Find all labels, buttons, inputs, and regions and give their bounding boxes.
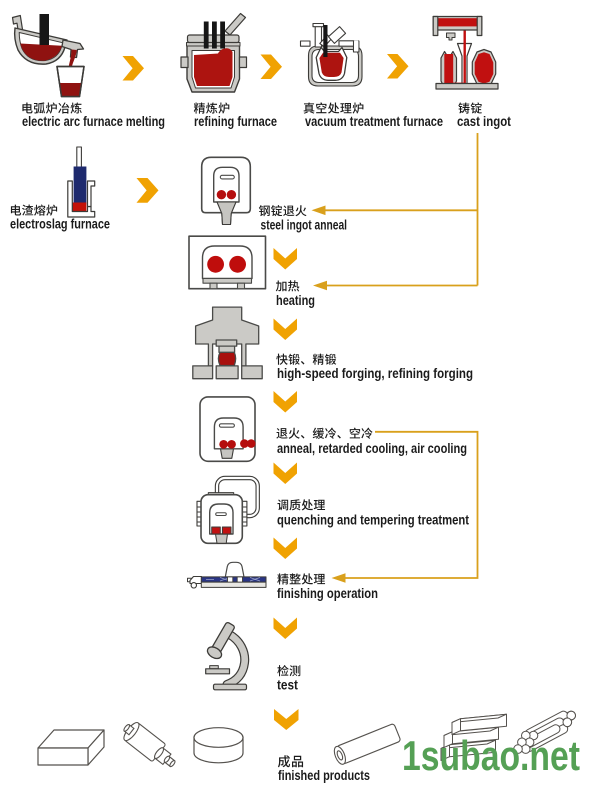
svg-text:test: test xyxy=(277,677,298,692)
svg-text:1subao.net: 1subao.net xyxy=(402,732,580,779)
svg-text:quenching and tempering treatm: quenching and tempering treatment xyxy=(277,512,469,527)
svg-text:electric arc furnace melting: electric arc furnace melting xyxy=(22,114,165,129)
svg-text:heating: heating xyxy=(276,293,315,308)
svg-text:steel ingot anneal: steel ingot anneal xyxy=(261,217,348,232)
svg-text:electroslag furnace: electroslag furnace xyxy=(10,216,110,231)
svg-text:refining furnace: refining furnace xyxy=(194,114,277,129)
svg-text:cast ingot: cast ingot xyxy=(457,114,511,129)
svg-text:anneal, retarded cooling, air: anneal, retarded cooling, air cooling xyxy=(277,441,467,456)
svg-text:vacuum treatment furnace: vacuum treatment furnace xyxy=(305,114,443,129)
svg-text:high-speed forging, refining f: high-speed forging, refining forging xyxy=(277,366,473,381)
svg-text:finished products: finished products xyxy=(278,768,370,783)
svg-text:finishing operation: finishing operation xyxy=(277,586,378,601)
